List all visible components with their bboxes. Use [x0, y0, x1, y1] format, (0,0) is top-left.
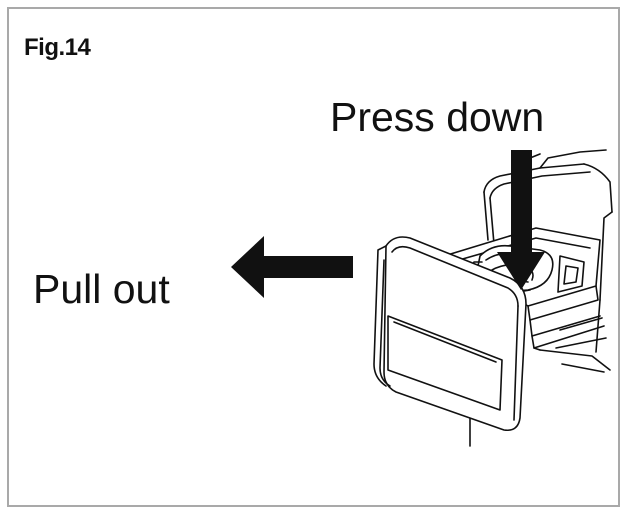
press-down-arrow — [497, 150, 545, 290]
figure-label: Fig.14 — [24, 34, 91, 61]
dispenser-housing — [469, 149, 613, 447]
pull-out-arrow — [231, 236, 353, 298]
press-down-label: Press down — [330, 94, 545, 140]
pull-out-label: Pull out — [33, 266, 170, 312]
drawer-front-panel — [373, 236, 527, 432]
